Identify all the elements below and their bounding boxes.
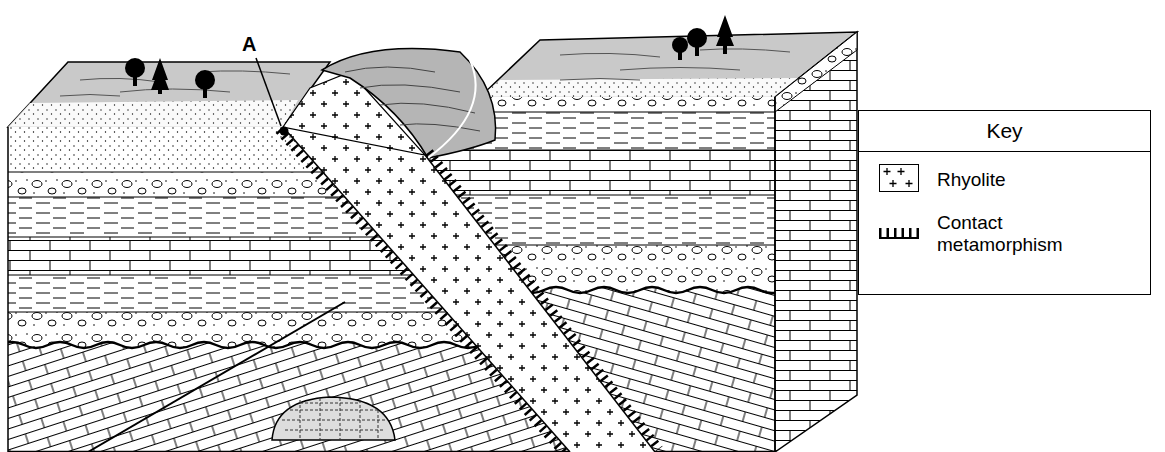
hill-valley [322, 49, 496, 158]
point-label: A [240, 33, 258, 55]
land-surface [8, 62, 330, 127]
legend-text: Rhyolite [937, 169, 1006, 191]
sand-strip [8, 100, 298, 127]
key-heading: Key [859, 111, 1150, 152]
leader-line [256, 58, 281, 126]
trees [125, 15, 734, 98]
legend-sample [879, 164, 919, 192]
hill-lines [345, 67, 480, 131]
stream [428, 60, 476, 158]
legend-text: Contact metamorphism [937, 212, 1087, 256]
side-face [775, 32, 857, 452]
block-outline [8, 97, 775, 452]
sand-strip [480, 78, 800, 97]
contact-hatch [429, 152, 659, 449]
side-face-band [775, 32, 857, 112]
fossil-coral [272, 397, 395, 440]
point-marker [280, 127, 289, 136]
legend-swatch [879, 164, 919, 196]
contact-line [425, 155, 655, 452]
legend-swatch [879, 224, 919, 244]
contact-line [283, 127, 570, 452]
legend-row: Contact metamorphism [859, 200, 1150, 260]
key-box: KeyRhyoliteContact metamorphism [858, 110, 1151, 295]
legend-sample [879, 224, 919, 240]
legend-row: Rhyolite [859, 152, 1150, 200]
